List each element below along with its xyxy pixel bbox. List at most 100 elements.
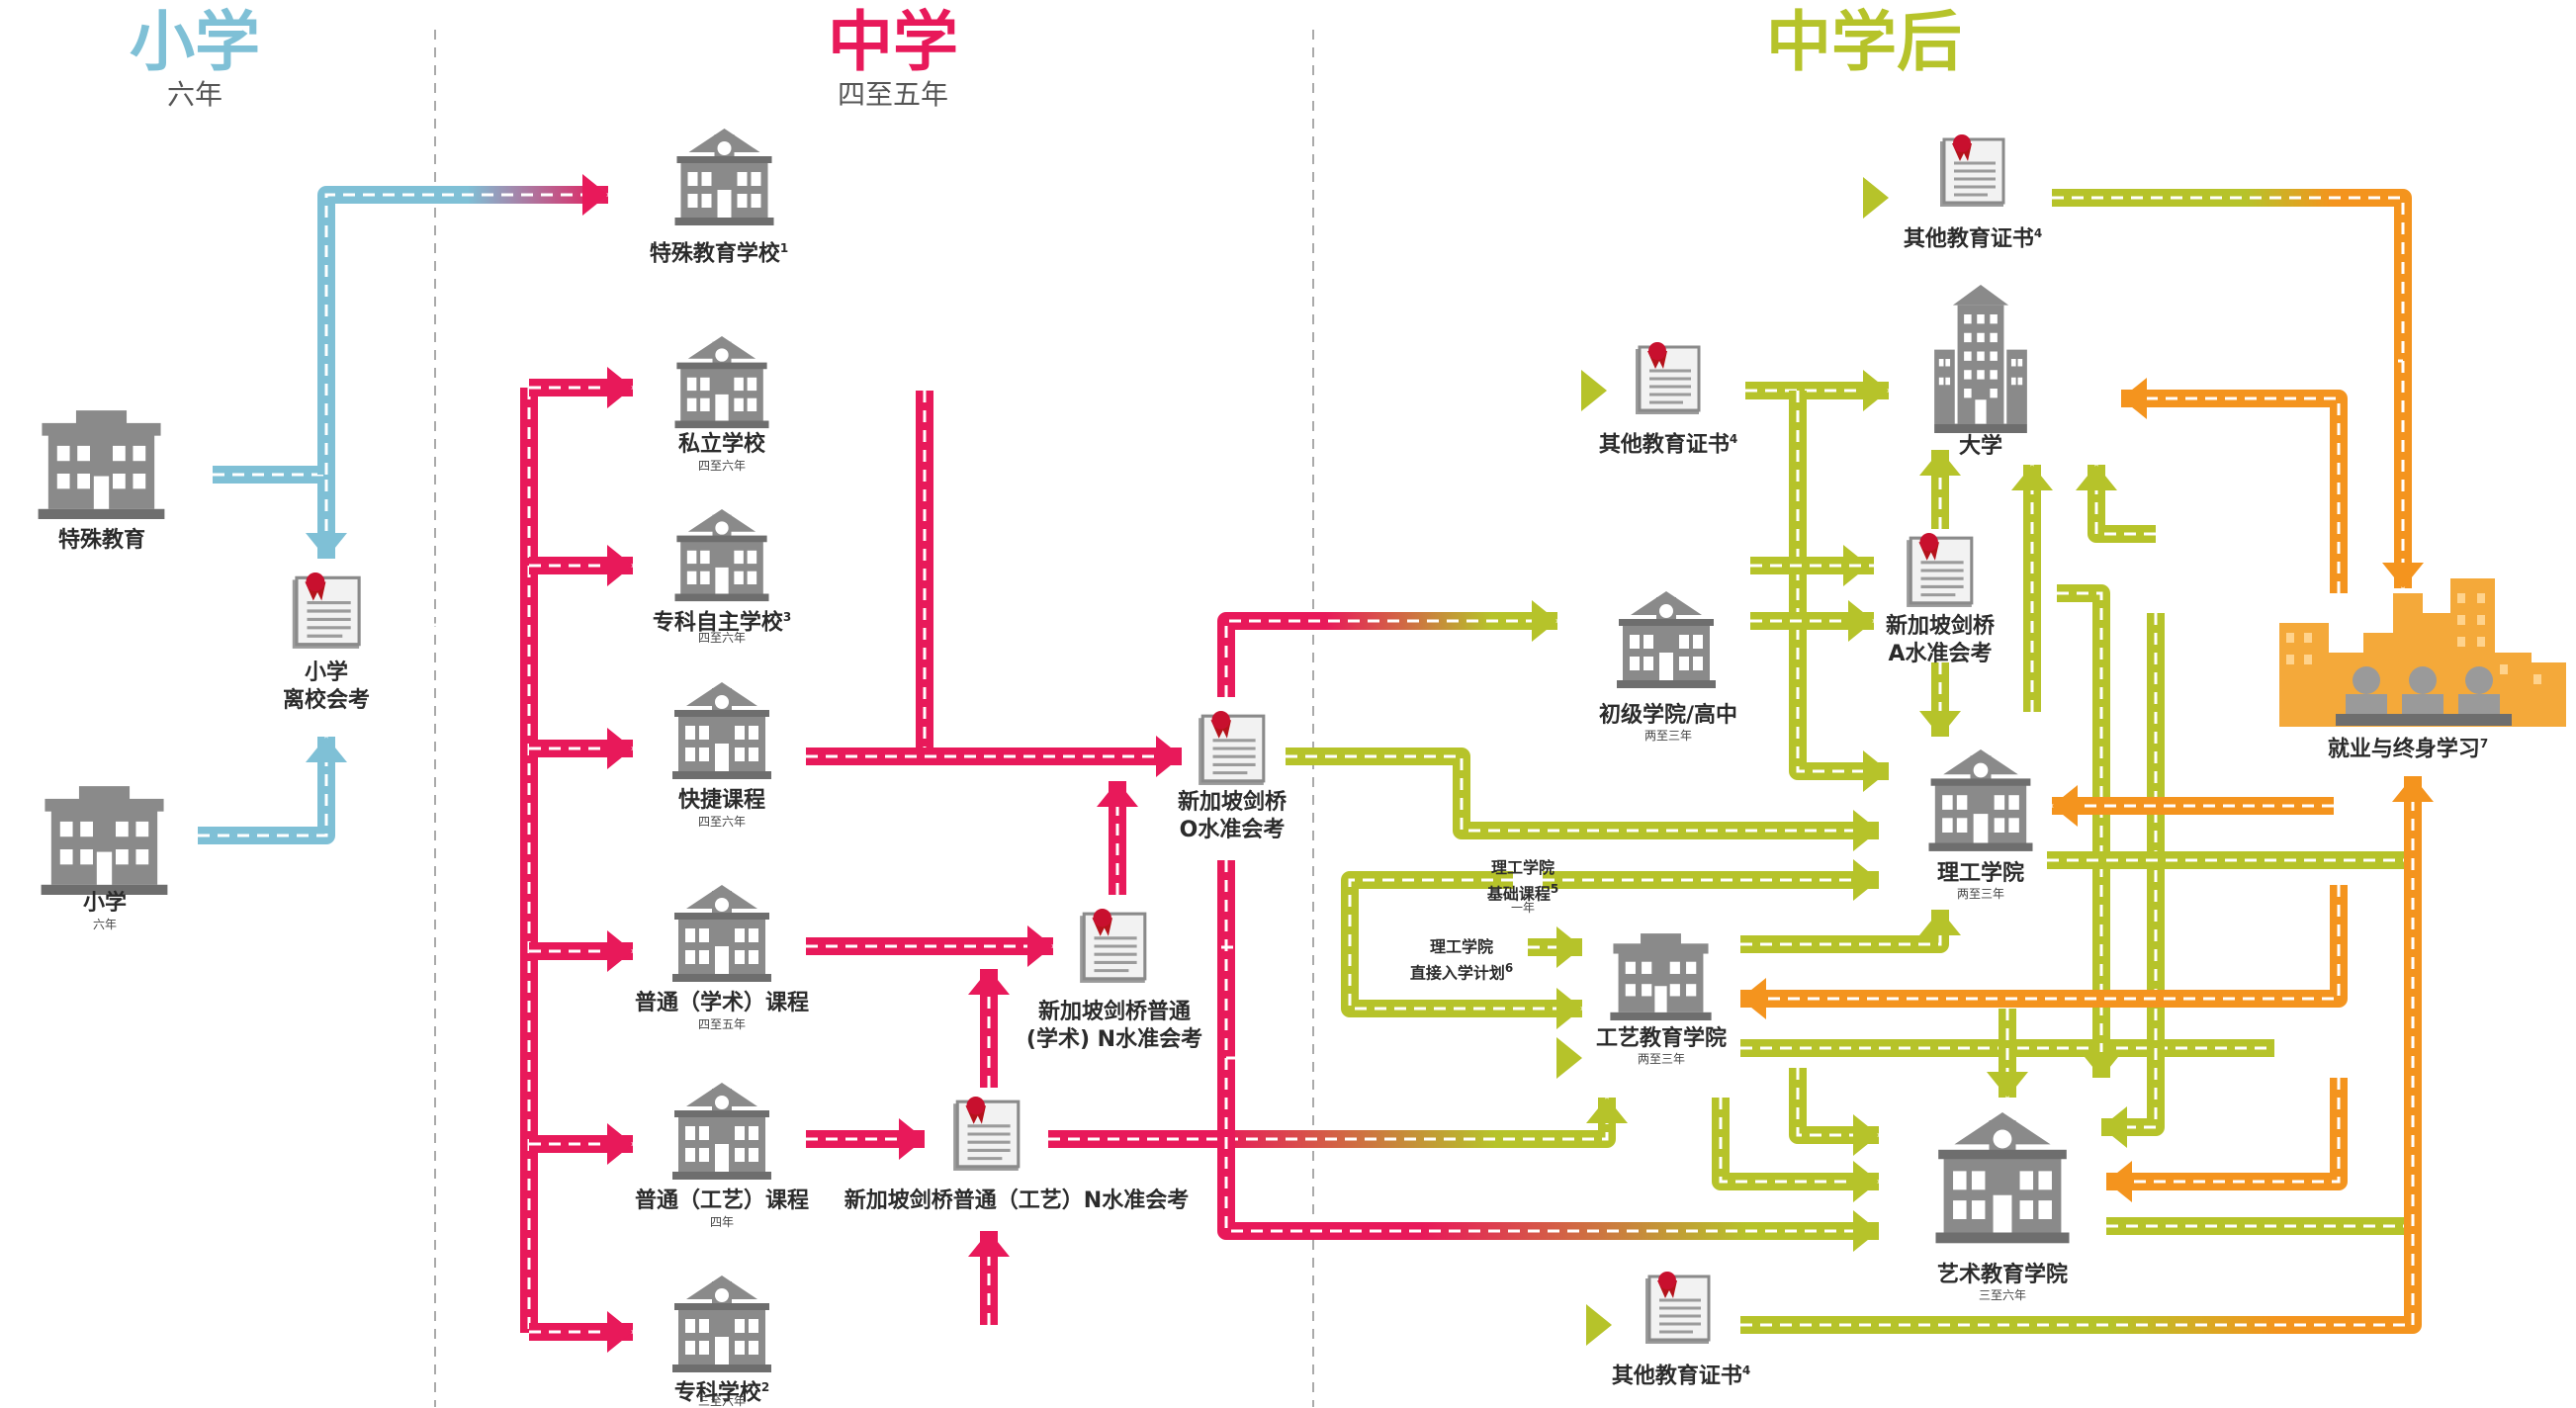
o-level-certificate-icon — [1197, 710, 1266, 787]
label-normal-technical: 普通（工艺）课程 — [634, 1188, 810, 1213]
path-private-cert — [806, 370, 1607, 411]
path-poly-foundation-poly — [1543, 859, 1879, 901]
path-express-o-level — [806, 736, 1182, 777]
path-na-branch — [1217, 860, 1879, 1252]
poly-foundation-duration: 一年 — [1510, 901, 1536, 915]
path-independent-a-level — [806, 545, 1869, 586]
junior-college-duration: 两至三年 — [1643, 729, 1693, 743]
psle-certificate-icon — [291, 572, 361, 651]
label-a-level-line2: A水准会考 — [1888, 642, 1993, 666]
label-other-cert-bottom: 其他教育证书4 — [1611, 1364, 1751, 1389]
independent-school-building-icon — [674, 509, 769, 602]
label-other-cert-top: 其他教育证书4 — [1903, 226, 2043, 252]
label-specialised-school: 专科学校2 — [673, 1380, 770, 1406]
path-ite-poly — [1740, 910, 1961, 953]
path-poly-direct-ite — [1528, 926, 1582, 968]
path-nt-na — [968, 969, 1010, 1088]
path-specialised-cert — [806, 1304, 1612, 1346]
label-special-ed: 特殊教育 — [57, 528, 146, 553]
normal-academic-duration: 四至五年 — [697, 1017, 747, 1031]
path-cert-mid-university — [1745, 370, 1889, 411]
path-na-o-level — [1097, 781, 1138, 895]
other-cert-bottom-icon — [1643, 1271, 1711, 1346]
label-psle-line1: 小学 — [304, 660, 349, 685]
path-to-independent — [529, 545, 633, 586]
label-private-school: 私立学校 — [677, 432, 766, 457]
path-jc-a-level — [1750, 600, 1874, 642]
path-employment-arts — [2106, 1078, 2348, 1202]
path-special-ed-psle — [213, 466, 347, 559]
specialised-school-duration: 三至六年 — [697, 1394, 747, 1408]
label-independent-school: 专科自主学校3 — [652, 610, 792, 636]
path-employment-poly — [2052, 785, 2334, 827]
label-na-level-line1: 新加坡剑桥普通 — [1037, 1000, 1192, 1024]
primary-school-duration: 六年 — [92, 918, 118, 931]
other-cert-mid-icon — [1634, 341, 1701, 416]
path-employment-ite — [1740, 885, 2348, 1019]
path-to-express — [529, 728, 633, 769]
path-special-ed-school-cert — [841, 177, 1889, 219]
label-poly-foundation-line2: 基础课程5 — [1486, 882, 1559, 904]
label-polytechnic: 理工学院 — [1936, 861, 2025, 886]
university-tower-icon — [1934, 285, 2027, 433]
label-a-level-line1: 新加坡剑桥 — [1885, 614, 1996, 639]
label-normal-academic: 普通（学术）课程 — [634, 991, 810, 1015]
path-psle-special-ed-school — [317, 174, 608, 475]
header-primary-title: 小学 — [130, 4, 260, 80]
normal-technical-duration: 四年 — [709, 1215, 735, 1229]
arts-building-icon — [1935, 1112, 2070, 1244]
private-school-duration: 四至六年 — [697, 459, 747, 473]
path-other-cert-top-employment — [2052, 189, 2424, 588]
path-to-normal-academic — [529, 930, 633, 972]
special-ed-building-icon — [38, 410, 165, 519]
path-ite-arts — [1712, 1098, 1879, 1202]
label-primary-school: 小学 — [82, 891, 128, 916]
path-normal-technical-nt — [806, 1118, 925, 1160]
primary-school-building-icon — [41, 786, 168, 895]
label-ite: 工艺教育学院 — [1595, 1026, 1728, 1051]
independent-school-duration: 四至六年 — [697, 631, 747, 645]
ite-building-icon — [1610, 933, 1712, 1020]
label-o-level-line2: O水准会考 — [1179, 818, 1286, 842]
label-junior-college: 初级学院/高中 — [1598, 703, 1738, 728]
path-employment-university — [2121, 378, 2348, 593]
path-specialised-nt — [968, 1231, 1010, 1325]
path-o-level-poly — [1286, 748, 1879, 851]
path-primary-psle — [198, 737, 347, 844]
ite-duration: 两至三年 — [1637, 1052, 1686, 1066]
label-psle-line2: 离校会考 — [282, 688, 371, 713]
path-poly-university — [2011, 465, 2053, 712]
label-poly-direct-line2: 直接入学计划6 — [1409, 961, 1514, 983]
path-green-right-2 — [2101, 613, 2165, 1148]
express-building-icon — [672, 682, 771, 779]
nt-level-certificate-icon — [951, 1096, 1021, 1173]
express-duration: 四至六年 — [697, 815, 747, 829]
header-primary-sub: 六年 — [166, 78, 223, 111]
path-to-specialised — [529, 1311, 633, 1353]
other-cert-top-icon — [1938, 133, 2005, 209]
path-green-down — [1789, 1068, 1879, 1156]
path-to-private — [529, 367, 633, 408]
label-arts: 艺术教育学院 — [1936, 1263, 2069, 1287]
path-a-level-university — [1919, 450, 1961, 529]
label-special-ed-school: 特殊教育学校1 — [649, 241, 789, 267]
label-poly-direct-line1: 理工学院 — [1429, 937, 1494, 956]
na-level-certificate-icon — [1078, 908, 1147, 985]
label-nt-level: 新加坡剑桥普通（工艺）N水准会考 — [844, 1188, 1190, 1213]
polytechnic-duration: 两至三年 — [1956, 887, 2005, 901]
path-green-right-3 — [2076, 465, 2156, 543]
path-poly-foundation — [1341, 871, 1582, 1029]
path-a-level-poly — [1919, 662, 1961, 737]
private-school-building-icon — [674, 336, 769, 429]
path-to-normal-technical — [529, 1123, 633, 1165]
label-university: 大学 — [1958, 434, 2003, 459]
header-secondary-title: 中学 — [828, 4, 958, 80]
path-poly-arts — [1987, 1009, 2028, 1098]
junior-college-building-icon — [1617, 591, 1716, 688]
path-o-level-jc — [1217, 600, 1557, 697]
polytechnic-building-icon — [1928, 749, 2033, 851]
path-green-spine — [1789, 391, 1889, 792]
label-employment: 就业与终身学习7 — [2327, 737, 2489, 762]
path-cert-bottom-employment — [1740, 776, 2434, 1334]
label-na-level-line2: (学术) N水准会考 — [1025, 1027, 1203, 1052]
